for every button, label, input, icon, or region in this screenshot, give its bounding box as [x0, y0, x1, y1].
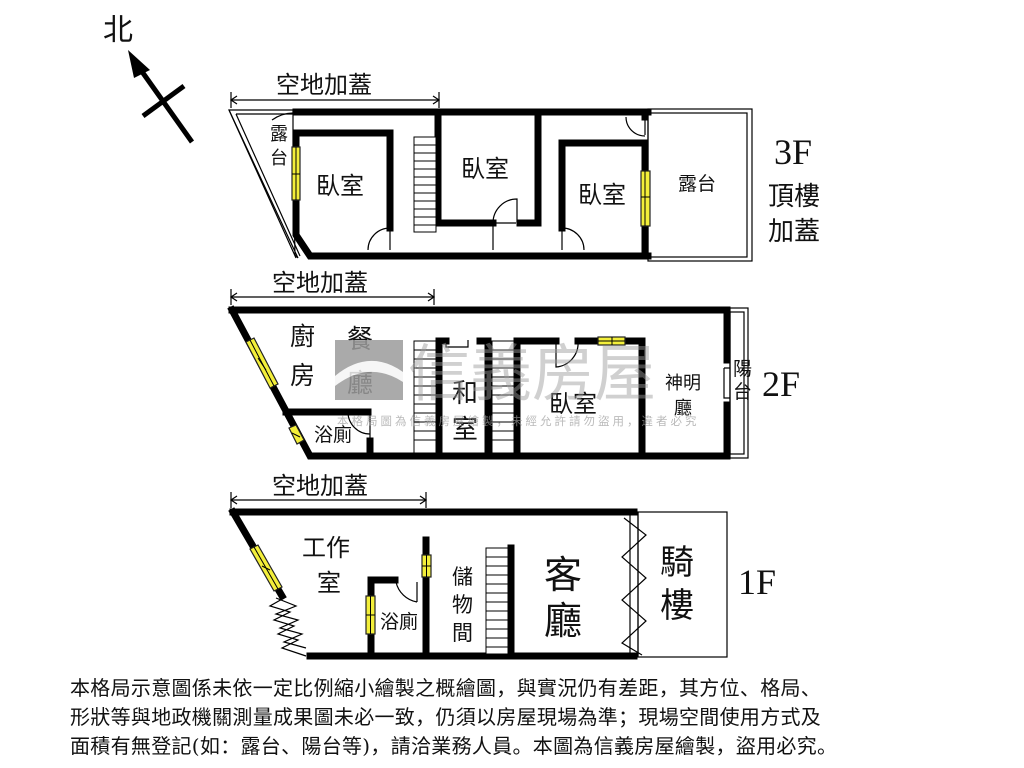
folding-door-icon: [621, 517, 647, 656]
room-label-kitchen-2f-2: 房: [290, 361, 315, 390]
door-swing-icon: [347, 411, 371, 441]
disclaimer-text: 本格局示意圖係未依一定比例縮小繪製之概繪圖，與實況仍有差距，其方位、格局、 形狀…: [70, 674, 970, 761]
extension-label-2f: 空地加蓋: [272, 269, 368, 297]
door-swing-icon: [625, 116, 646, 137]
extension-label-1f: 空地加蓋: [272, 472, 368, 500]
door-swing-icon: [492, 198, 518, 250]
room-label-balcony-2f: 陽: [733, 358, 752, 380]
room-label-japanese-room-2f: 和: [452, 379, 478, 409]
window-icon: [365, 595, 376, 635]
room-label-bedroom-3-3f: 臥室: [578, 181, 626, 209]
room-label-storage-1f-2: 物: [452, 593, 473, 617]
room-label-terrace-left: 露: [270, 124, 288, 145]
disclaimer-line-2: 形狀等與地政機關測量成果圖未必一致，仍須以房屋現場為準；現場空間使用方式及: [70, 705, 822, 729]
room-label-bedroom-1-3f: 臥室: [316, 172, 364, 200]
door-swing-icon: [271, 112, 294, 121]
room-label-bedroom-2f: 臥室: [549, 390, 597, 418]
door-swing-icon: [555, 340, 579, 368]
room-label-terrace-right-3f: 露台: [678, 173, 716, 195]
room-label-japanese-room-2f-2: 室: [452, 415, 478, 445]
window-icon: [249, 544, 283, 592]
window-icon: [288, 424, 305, 445]
floor-label-3f: 3F: [774, 132, 812, 172]
window-icon: [291, 146, 301, 201]
floor-label-2f: 2F: [762, 364, 800, 404]
window-icon: [245, 337, 279, 389]
room-label-shrine-hall-2f-2: 廳: [674, 398, 692, 419]
room-label-arcade-1f-2: 樓: [660, 586, 694, 626]
room-label-living-1f: 客: [544, 553, 582, 597]
watermark-brand-text: 信義房屋: [408, 337, 656, 410]
floor-label-1f: 1F: [738, 562, 776, 602]
north-compass: 北: [103, 13, 195, 144]
sinyi-watermark: 信義房屋 本格局圖為信義房屋繪製，未經允許請勿盜用，違者必究: [335, 337, 700, 428]
room-label-living-1f-2: 廳: [544, 599, 582, 643]
extension-label-3f: 空地加蓋: [276, 71, 372, 99]
north-label: 北: [103, 13, 133, 48]
door-swing-icon: [367, 227, 391, 251]
floor-note-rooftop: 頂樓: [768, 182, 820, 212]
room-label-bathroom-1f: 浴廁: [380, 610, 418, 633]
floor-2f-plan: 空地加蓋: [227, 269, 800, 460]
floor-note-addition: 加蓋: [768, 217, 820, 247]
room-label-bathroom-2f: 浴廁: [314, 423, 352, 446]
staircase-1f: [485, 547, 509, 655]
compass-cross-bar: [141, 83, 186, 119]
window-icon: [640, 170, 651, 227]
extension-dimension-1f: 空地加蓋: [229, 472, 428, 508]
staircase-2f-left: [413, 340, 437, 454]
room-label-terrace-left-2: 台: [270, 148, 288, 169]
door-swing-icon: [394, 580, 418, 603]
room-label-storage-1f: 儲: [452, 565, 473, 589]
room-label-arcade-1f: 騎: [660, 543, 694, 583]
window-icon: [421, 554, 432, 578]
room-label-storage-1f-3: 間: [452, 621, 473, 645]
floor-1f-plan: 空地加蓋: [228, 472, 776, 660]
room-label-bedroom-2-3f: 臥室: [461, 155, 509, 183]
staircase-2f-right: [491, 340, 515, 454]
door-swing-icon: [561, 227, 585, 251]
north-arrow-icon: [128, 50, 150, 78]
disclaimer-line-1: 本格局示意圖係未依一定比例縮小繪製之概繪圖，與實況仍有差距，其方位、格局、: [70, 676, 822, 700]
staircase-3f: [413, 136, 437, 233]
room-label-workroom-1f: 工作: [302, 534, 350, 562]
opening-zigzag: [268, 597, 307, 657]
room-label-workroom-1f-2: 室: [317, 569, 341, 597]
disclaimer-line-3: 面積有無登記(如：露台、陽台等)，請洽業務人員。本圖為信義房屋繪製，盜用必究。: [70, 734, 838, 758]
window-icon: [597, 336, 626, 346]
compass-arrow-shaft: [135, 64, 195, 144]
room-label-kitchen-2f: 廚: [290, 322, 315, 351]
floor-3f-plan: 空地加蓋: [228, 71, 820, 262]
extension-dimension-2f: 空地加蓋: [229, 269, 436, 305]
room-label-balcony-2f-2: 台: [733, 381, 752, 403]
arcade-outline-1f: [637, 511, 728, 658]
watermark-notice-text: 本格局圖為信義房屋繪製，未經允許請勿盜用，違者必究: [337, 414, 700, 428]
extension-dimension-3f: 空地加蓋: [229, 71, 441, 108]
room-label-shrine-hall-2f: 神明: [665, 373, 701, 394]
